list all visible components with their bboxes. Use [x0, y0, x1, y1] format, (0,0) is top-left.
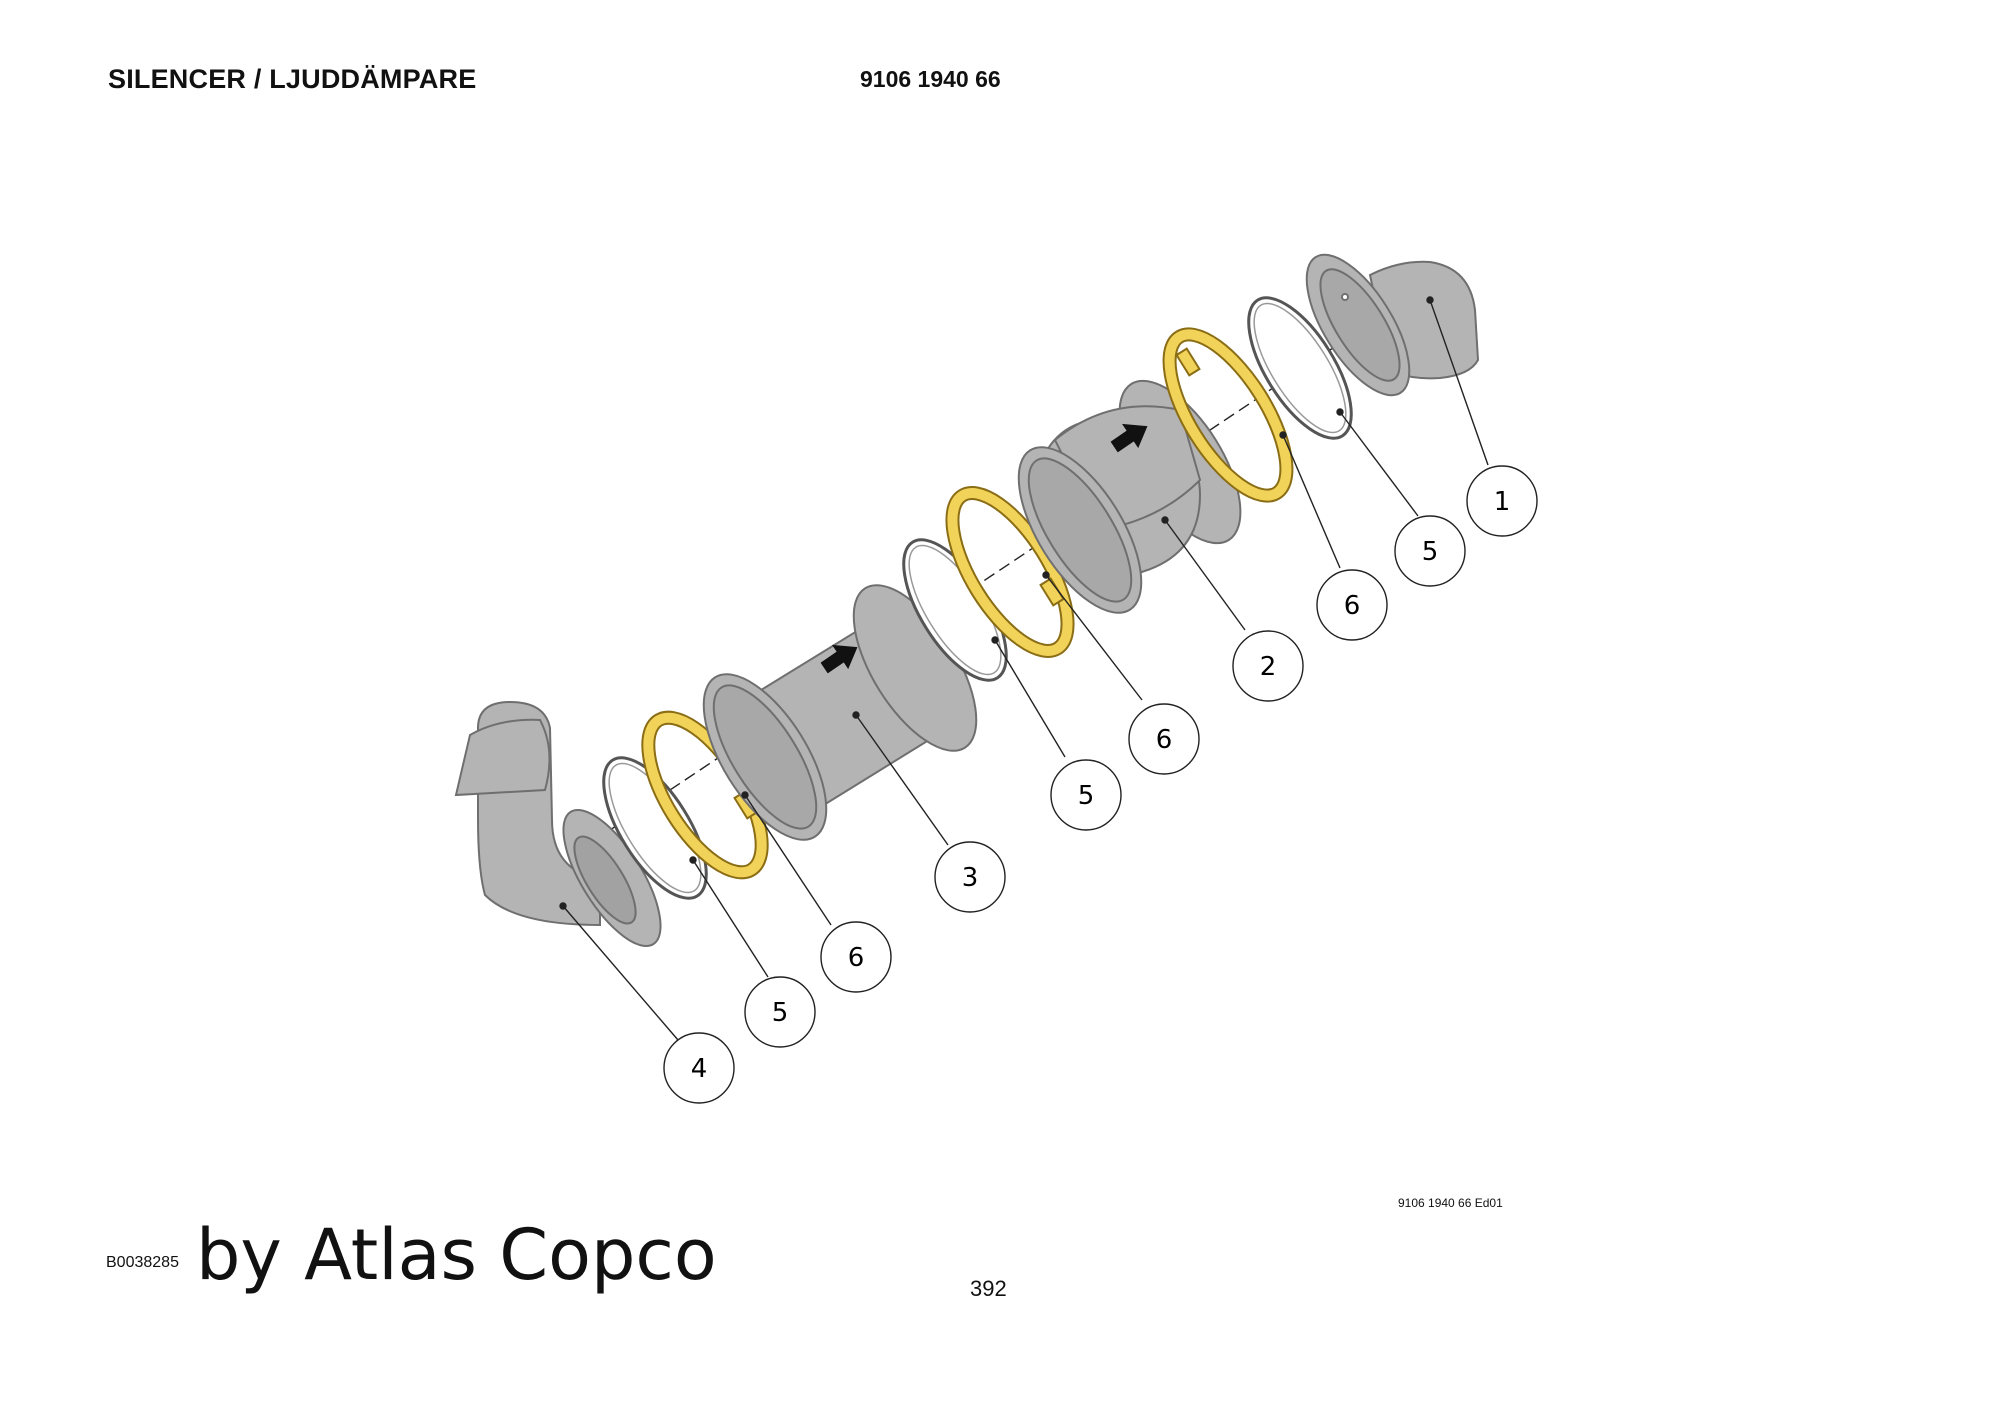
part-number: 9106 1940 66: [860, 66, 1001, 92]
callout-bubble: 6: [1316, 569, 1388, 641]
callouts: 1 5 6 2 6 5 3 6: [663, 465, 1538, 1104]
callout-label: 5: [1422, 537, 1439, 567]
callout-bubble: 5: [1050, 759, 1122, 831]
part-1-inlet-elbow: [1305, 253, 1480, 397]
callout-label: 4: [691, 1054, 708, 1084]
leader-lines: [559, 296, 1489, 1041]
callout-bubble: 1: [1466, 465, 1538, 537]
page-number: 392: [970, 1276, 1007, 1301]
part-2-silencer-body: [1017, 379, 1242, 614]
callout-label: 6: [1344, 591, 1361, 621]
callout-bubble: 6: [820, 921, 892, 993]
clamp-6-c: [1162, 327, 1294, 503]
callout-bubble: 5: [1394, 515, 1466, 587]
callout-label: 6: [1156, 725, 1173, 755]
page-title: SILENCER / LJUDDÄMPARE: [108, 64, 477, 94]
assembly-axis: [579, 309, 1391, 851]
part-3-silencer-section: [702, 584, 978, 841]
callout-bubble: 5: [744, 976, 816, 1048]
callout-bubble: 3: [934, 841, 1006, 913]
callout-label: 5: [772, 998, 789, 1028]
gasket-5-c: [1247, 296, 1353, 440]
edition-label: 9106 1940 66 Ed01: [1398, 1196, 1503, 1210]
callout-bubble: 2: [1232, 630, 1304, 702]
callout-bubble: 6: [1128, 703, 1200, 775]
callout-label: 3: [962, 863, 979, 893]
clamp-6-b: [945, 486, 1075, 658]
gasket-5-a: [602, 756, 708, 900]
callout-label: 1: [1494, 487, 1511, 517]
callout-label: 6: [848, 943, 865, 973]
callout-label: 2: [1260, 652, 1277, 682]
callout-label: 5: [1078, 781, 1095, 811]
callout-bubble: 4: [663, 1032, 735, 1104]
brand-text: by Atlas Copco: [196, 1214, 717, 1296]
document-code: B0038285: [106, 1254, 179, 1271]
